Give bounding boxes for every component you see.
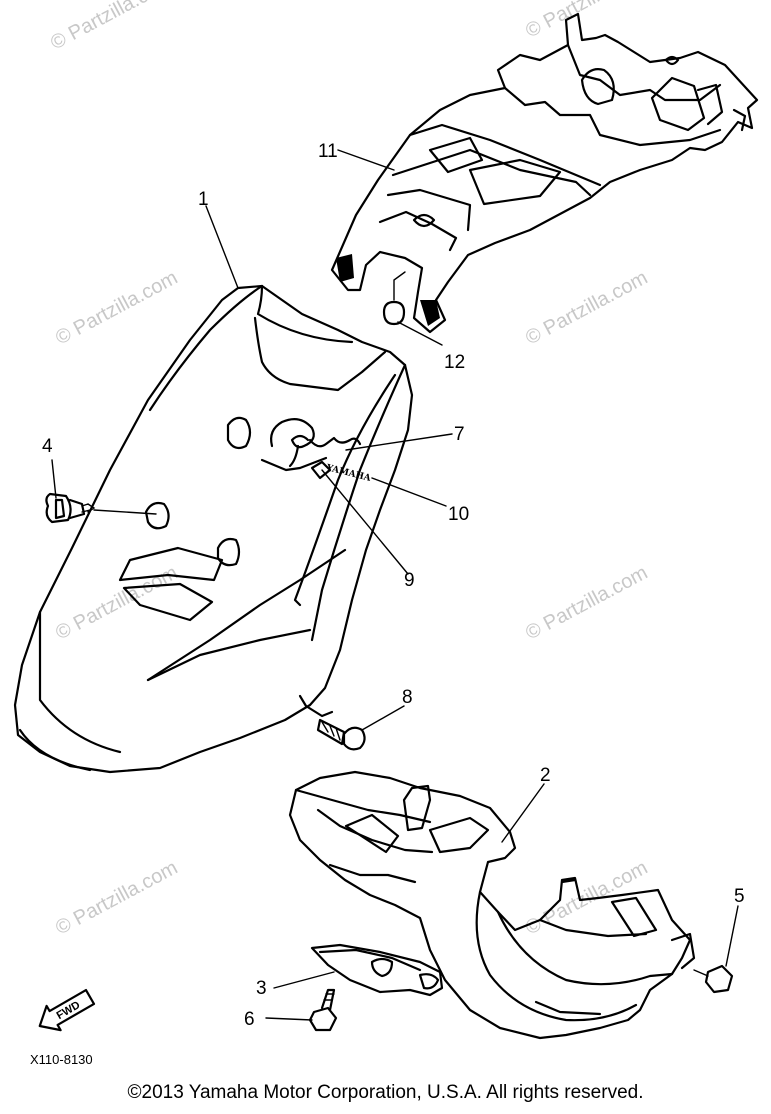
callout-12: 12 [444, 352, 465, 373]
callout-1: 1 [198, 189, 209, 210]
watermark-5: © Partzilla.com [52, 562, 181, 645]
watermark-6: © Partzilla.com [522, 562, 651, 645]
part-3-bracket [310, 943, 444, 997]
diagram-reference: X110-8130 [30, 1052, 93, 1067]
part-2-under-cover [288, 770, 696, 1040]
leader-3 [273, 971, 335, 989]
leader-4b [93, 509, 157, 515]
watermark-1: © Partzilla.com [47, 0, 176, 54]
leader-2 [501, 783, 545, 843]
leader-5 [725, 905, 739, 967]
fwd-arrow-icon: FWD [38, 988, 96, 1032]
watermark-2: © Partzilla.com [522, 0, 651, 42]
leader-9 [321, 469, 409, 575]
part-4-screw [45, 492, 96, 524]
leader-8 [361, 705, 405, 731]
emblem-group: YAMAHA [260, 417, 373, 484]
callout-9: 9 [404, 570, 415, 591]
leader-1 [205, 205, 239, 289]
callout-4: 4 [42, 436, 53, 457]
part-12-grommet [382, 271, 443, 346]
part-5-bolt [693, 964, 734, 994]
leader-4 [51, 459, 57, 499]
watermark-4: © Partzilla.com [522, 267, 651, 350]
part-7-emblem-script [270, 417, 362, 468]
leader-10 [371, 477, 447, 507]
leader-7 [345, 433, 453, 451]
callout-2: 2 [540, 765, 551, 786]
leader-11 [337, 149, 395, 171]
callout-numbers: 1 2 3 4 5 6 7 8 9 10 11 12 [42, 141, 745, 1030]
leader-6 [265, 1017, 313, 1021]
callout-10: 10 [448, 504, 469, 525]
callout-5: 5 [734, 886, 745, 907]
callout-3: 3 [256, 978, 267, 999]
callout-11: 11 [318, 141, 338, 162]
leader-lines [51, 149, 739, 1021]
watermark-7: © Partzilla.com [52, 857, 181, 940]
part-8-screw [316, 718, 366, 751]
part-1-front-cover [13, 284, 414, 774]
callout-6: 6 [244, 1009, 255, 1030]
callout-8: 8 [402, 687, 413, 708]
callout-7: 7 [454, 424, 465, 445]
watermark-3: © Partzilla.com [52, 267, 181, 350]
part-11-inner-panel [330, 12, 759, 334]
part-6-bolt [308, 988, 338, 1032]
copyright-notice: ©2013 Yamaha Motor Corporation, U.S.A. A… [127, 1082, 644, 1103]
part-9-badge [310, 460, 332, 480]
